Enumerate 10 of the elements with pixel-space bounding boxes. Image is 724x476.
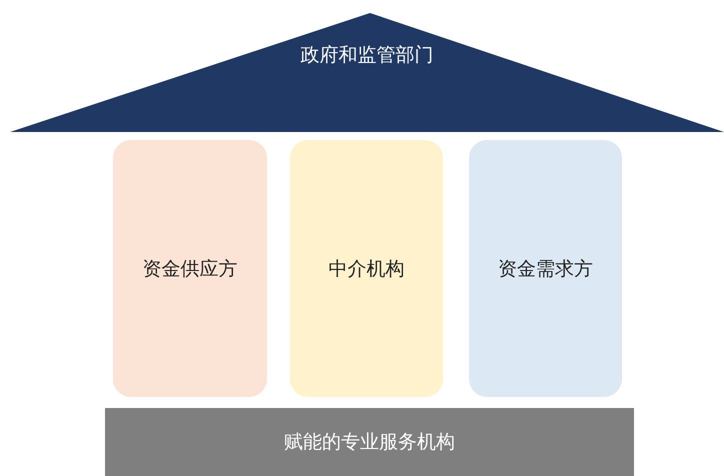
node-label: 赋能的专业服务机构 — [284, 430, 455, 455]
rounded-panel — [290, 140, 443, 397]
rounded-panel — [113, 140, 267, 397]
node-label: 资金供应方 — [142, 256, 238, 282]
node-label: 资金需求方 — [498, 256, 593, 282]
node-label: 政府和监管部门 — [300, 42, 434, 68]
node-label: 中介机构 — [328, 256, 404, 282]
roof-triangle — [10, 13, 724, 132]
rounded-panel — [469, 140, 622, 397]
base-bar — [105, 408, 634, 476]
